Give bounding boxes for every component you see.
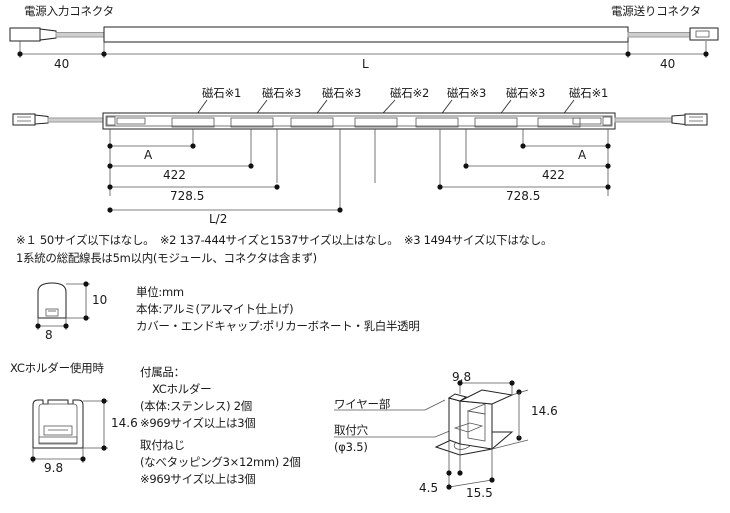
magnet-label-2: 磁石※3 — [262, 86, 302, 100]
profile-height-dim: 10 — [92, 293, 108, 307]
top-dim-left-40: 40 — [54, 57, 70, 71]
accessories-heading: 付属品： — [140, 365, 185, 379]
accessory-2-detail: (なべタッピング3×12mm) 2個 — [140, 455, 301, 469]
profile-width-dim: 8 — [45, 328, 53, 342]
magnet-label-6: 磁石※3 — [506, 86, 546, 100]
top-dim-center-L: L — [362, 57, 369, 71]
magnet-label-1: 磁石※1 — [202, 86, 242, 100]
accessory-1-detail: (本体:ステンレス) 2個 — [140, 399, 252, 413]
spec-unit: 単位:mm — [136, 285, 184, 299]
wire-part-bottom-dim: 15.5 — [466, 486, 493, 500]
holder-height-dim: 14.6 — [111, 416, 138, 430]
wire-part-right-dim: 14.6 — [531, 404, 558, 418]
wire-part-left-dim: 4.5 — [419, 481, 439, 495]
spec-cover-material: カバー・エンドキャップ:ポリカーボネート・乳白半透明 — [136, 319, 420, 333]
right-dim-422: 422 — [542, 168, 565, 182]
spec-body-material: 本体:アルミ(アルマイト仕上げ) — [136, 302, 294, 316]
note-line-1: ※１ 50サイズ以下はなし。 ※2 137-444サイズと1537サイズ以上はな… — [16, 233, 553, 247]
accessory-1-name: XCホルダー — [152, 382, 212, 396]
magnet-label-5: 磁石※3 — [447, 86, 487, 100]
power-feed-connector-label: 電源送りコネクタ — [611, 4, 701, 18]
left-dim-half-L: L/2 — [209, 212, 228, 226]
power-input-connector-label: 電源入力コネクタ — [24, 4, 114, 18]
xc-holder-usage-title: XCホルダー使用時 — [10, 361, 104, 375]
wire-part-top-dim: 9.8 — [452, 370, 472, 384]
accessory-2-note: ※969サイズ以上は3個 — [140, 472, 256, 486]
accessory-1-note: ※969サイズ以上は3個 — [140, 416, 256, 430]
wire-part-label: ワイヤー部 — [334, 397, 391, 411]
holder-width-dim: 9.8 — [44, 461, 64, 475]
magnet-label-3: 磁石※3 — [322, 86, 362, 100]
magnet-label-4: 磁石※2 — [390, 86, 430, 100]
right-dim-728-5: 728.5 — [506, 189, 541, 203]
note-line-2: 1系統の総配線長は5m以内(モジュール、コネクタは含まず) — [16, 251, 317, 265]
left-dim-728-5: 728.5 — [170, 189, 205, 203]
right-dim-A: A — [578, 148, 587, 162]
accessory-2-name: 取付ねじ — [140, 438, 185, 452]
left-dim-422: 422 — [163, 168, 186, 182]
mounting-hole-label: 取付穴 — [334, 423, 368, 437]
left-dim-A: A — [144, 148, 153, 162]
mounting-hole-diameter-label: (φ3.5) — [334, 440, 368, 454]
magnet-label-7: 磁石※1 — [569, 86, 609, 100]
top-dim-right-40: 40 — [660, 57, 676, 71]
